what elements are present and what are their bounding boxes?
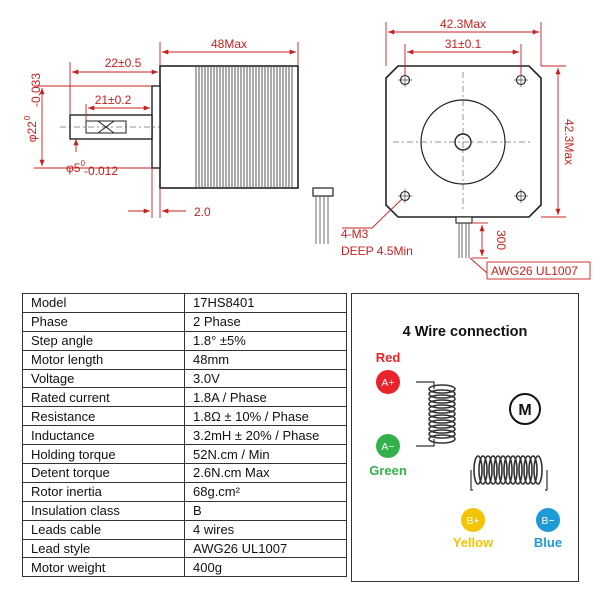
- svg-text:φ50: φ50: [66, 159, 85, 175]
- shaft-tol-upper: 0: [80, 159, 85, 168]
- spec-value: B: [184, 500, 347, 521]
- terminal-a-plus: [376, 370, 400, 394]
- spec-label: Step angle: [22, 330, 185, 351]
- spec-value: 3.0V: [184, 368, 347, 389]
- spec-label: Rated current: [22, 387, 185, 408]
- cable-exit: [312, 187, 334, 197]
- spec-value: 1.8A / Phase: [184, 387, 347, 408]
- spec-label: Inductance: [22, 425, 185, 446]
- spec-label: Detent torque: [22, 463, 185, 483]
- spec-value: 400g: [184, 557, 347, 578]
- spec-value: 2.6N.cm Max: [184, 463, 347, 483]
- flange-tol-upper: 0: [23, 115, 32, 120]
- shaft-diameter-dim: φ5: [66, 161, 81, 175]
- wiring-panel: 4 Wire connection Red A+ A− Green M B+ Y…: [351, 293, 579, 582]
- spec-label: Voltage: [22, 368, 185, 389]
- front-width-dim: 42.3Max: [440, 17, 486, 31]
- terminal-b-plus: [461, 508, 485, 532]
- wiring-title: 4 Wire connection: [403, 324, 528, 340]
- flange-tol-lower: -0.033: [29, 73, 43, 107]
- front-cable-exit: [455, 216, 473, 224]
- spec-label: Motor weight: [22, 557, 185, 578]
- spec-label: Lead style: [22, 538, 185, 559]
- lead-length-dim: 300: [494, 230, 508, 250]
- spec-value: 1.8Ω ± 10% / Phase: [184, 406, 347, 427]
- wire-b-plus-color-label: Yellow: [453, 535, 494, 550]
- body-length-dim: 48Max: [211, 37, 247, 51]
- spec-value: 2 Phase: [184, 311, 347, 332]
- side-view: 48Max 22±0.5 21±0.2 φ220 -0.033 φ50 -0.0…: [23, 37, 334, 244]
- wiring-diagram: 4 Wire connection Red A+ A− Green M B+ Y…: [369, 324, 562, 550]
- spec-label: Resistance: [22, 406, 185, 427]
- terminal-a-plus-label: A+: [381, 377, 394, 389]
- spec-value: 1.8° ±5%: [184, 330, 347, 351]
- motor-symbol: [509, 393, 541, 425]
- thread-note: 4-M3: [341, 227, 369, 241]
- spec-label: Holding torque: [22, 444, 185, 465]
- terminal-b-minus-label: B−: [541, 515, 554, 527]
- wire-a-plus-color-label: Red: [376, 350, 401, 365]
- terminal-b-plus-label: B+: [466, 515, 479, 527]
- flat-length-dim: 21±0.2: [95, 93, 132, 107]
- coil-b: [470, 455, 548, 491]
- wire-b-minus-color-label: Blue: [534, 535, 562, 550]
- front-height-dim: 42.3Max: [562, 119, 576, 165]
- spec-value: 68g.cm²: [184, 481, 347, 502]
- spec-label: Phase: [22, 311, 185, 332]
- spec-value: 17HS8401: [184, 293, 347, 313]
- spec-value: 48mm: [184, 349, 347, 370]
- terminal-b-minus: [536, 508, 560, 532]
- spec-value: AWG26 UL1007: [184, 538, 347, 559]
- terminal-a-minus-label: A−: [381, 441, 394, 453]
- shaft-tol-lower: -0.012: [84, 164, 118, 178]
- spec-label: Motor length: [22, 349, 185, 370]
- svg-text:φ220: φ220: [23, 115, 39, 142]
- spec-label: Leads cable: [22, 519, 185, 540]
- spec-value: 4 wires: [184, 519, 347, 540]
- coil-a: [416, 381, 456, 447]
- spec-label: Insulation class: [22, 500, 185, 521]
- flange-diameter-dim: φ22: [25, 121, 39, 142]
- hole-spacing-dim: 31±0.1: [445, 37, 482, 51]
- wire-a-minus-color-label: Green: [369, 463, 407, 478]
- front-view: 42.3Max 31±0.1 42.3Max 4-M3 DEEP 4.5Min …: [341, 17, 591, 280]
- thread-depth-note: DEEP 4.5Min: [341, 244, 413, 258]
- terminal-a-minus: [376, 434, 400, 458]
- motor-drawing: 48Max 22±0.5 21±0.2 φ220 -0.033 φ50 -0.0…: [23, 17, 591, 280]
- spec-value: 52N.cm / Min: [184, 444, 347, 465]
- motor-symbol-label: M: [518, 402, 531, 419]
- spec-label: Rotor inertia: [22, 481, 185, 502]
- cooling-fins: [195, 67, 293, 187]
- flange-thickness-dim: 2.0: [194, 205, 211, 219]
- shaft-length-dim: 22±0.5: [105, 56, 142, 70]
- spec-label: Model: [22, 293, 185, 313]
- spec-value: 3.2mH ± 20% / Phase: [184, 425, 347, 446]
- cable-spec-label: AWG26 UL1007: [491, 264, 578, 278]
